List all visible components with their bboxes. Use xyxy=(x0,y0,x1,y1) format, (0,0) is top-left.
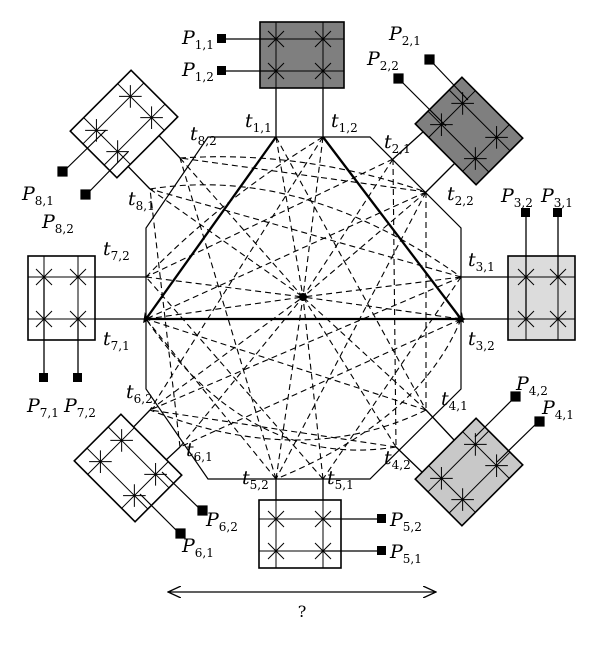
label-p-2-2: P2,2 xyxy=(366,48,399,73)
dimension-label: ? xyxy=(298,602,307,621)
label-t-4-2: t4,2 xyxy=(384,447,411,472)
pad-p-1-1 xyxy=(217,34,226,43)
pad-p-2-2 xyxy=(393,73,404,84)
dashed-connection-web xyxy=(145,136,462,480)
central-octagon xyxy=(145,136,462,480)
label-p-1-2: P1,2 xyxy=(181,59,214,84)
label-p-2-1: P2,1 xyxy=(388,23,421,48)
label-t-7-1: t7,1 xyxy=(103,328,130,353)
module-2 xyxy=(414,76,524,186)
module-5 xyxy=(258,499,386,569)
label-t-2-1: t2,1 xyxy=(384,131,411,156)
pad-p-3-2 xyxy=(521,208,530,217)
module-8 xyxy=(69,69,179,179)
label-t-5-1: t5,1 xyxy=(327,467,354,492)
labels: P1,1 P1,2 t1,1 t1,2 P2,1 P2,2 t2,1 t2,2 … xyxy=(21,23,574,566)
label-p-1-1: P1,1 xyxy=(181,27,214,52)
label-t-6-1: t6,1 xyxy=(186,439,213,464)
label-t-5-2: t5,2 xyxy=(242,467,269,492)
label-p-7-1: P7,1 xyxy=(26,395,59,420)
pad-p-4-1 xyxy=(534,416,545,427)
label-t-3-1: t3,1 xyxy=(468,249,495,274)
module-4-pads xyxy=(474,391,545,463)
pad-p-2-1 xyxy=(424,54,435,65)
module-2-pads xyxy=(393,54,469,127)
module-6 xyxy=(73,413,183,523)
pad-p-6-1 xyxy=(175,528,186,539)
module-6-pads xyxy=(139,471,208,539)
pad-p-5-2 xyxy=(377,514,386,523)
label-p-8-1: P8,1 xyxy=(21,183,54,208)
module-3 xyxy=(507,208,576,341)
pad-p-1-2 xyxy=(217,66,226,75)
pad-p-6-2 xyxy=(197,505,208,516)
dimension-indicator: ? xyxy=(168,592,436,621)
label-t-8-2: t8,2 xyxy=(190,123,217,148)
module-1 xyxy=(217,21,345,89)
label-p-3-1: P3,1 xyxy=(540,185,573,210)
label-t-1-1: t1,1 xyxy=(245,110,272,135)
solid-triangle-connections xyxy=(143,136,466,324)
label-p-7-2: P7,2 xyxy=(63,395,96,420)
pad-p-4-2 xyxy=(510,391,521,402)
label-t-3-2: t3,2 xyxy=(468,328,495,353)
label-p-4-2: P4,2 xyxy=(515,373,548,398)
label-p-3-2: P3,2 xyxy=(500,185,533,210)
module-7 xyxy=(27,255,96,382)
module-4 xyxy=(414,417,524,527)
label-p-4-1: P4,1 xyxy=(541,397,574,422)
label-p-5-1: P5,1 xyxy=(389,541,422,566)
label-p-6-2: P6,2 xyxy=(205,509,238,534)
label-t-8-1: t8,1 xyxy=(128,188,155,213)
pad-p-3-1 xyxy=(553,208,562,217)
label-t-2-2: t2,2 xyxy=(447,183,474,208)
pad-p-7-2 xyxy=(73,373,82,382)
label-t-7-2: t7,2 xyxy=(103,238,130,263)
pad-p-8-2 xyxy=(80,189,91,200)
center-hub xyxy=(299,293,307,301)
pad-p-8-1 xyxy=(57,166,68,177)
label-p-5-2: P5,2 xyxy=(389,509,422,534)
module-8-pads xyxy=(57,129,129,200)
label-t-4-1: t4,1 xyxy=(441,388,468,413)
pad-p-5-1 xyxy=(377,546,386,555)
label-t-1-2: t1,2 xyxy=(331,110,358,135)
label-p-6-1: P6,1 xyxy=(181,535,214,560)
label-t-6-2: t6,2 xyxy=(126,381,153,406)
label-p-8-2: P8,2 xyxy=(41,211,74,236)
pad-p-7-1 xyxy=(39,373,48,382)
